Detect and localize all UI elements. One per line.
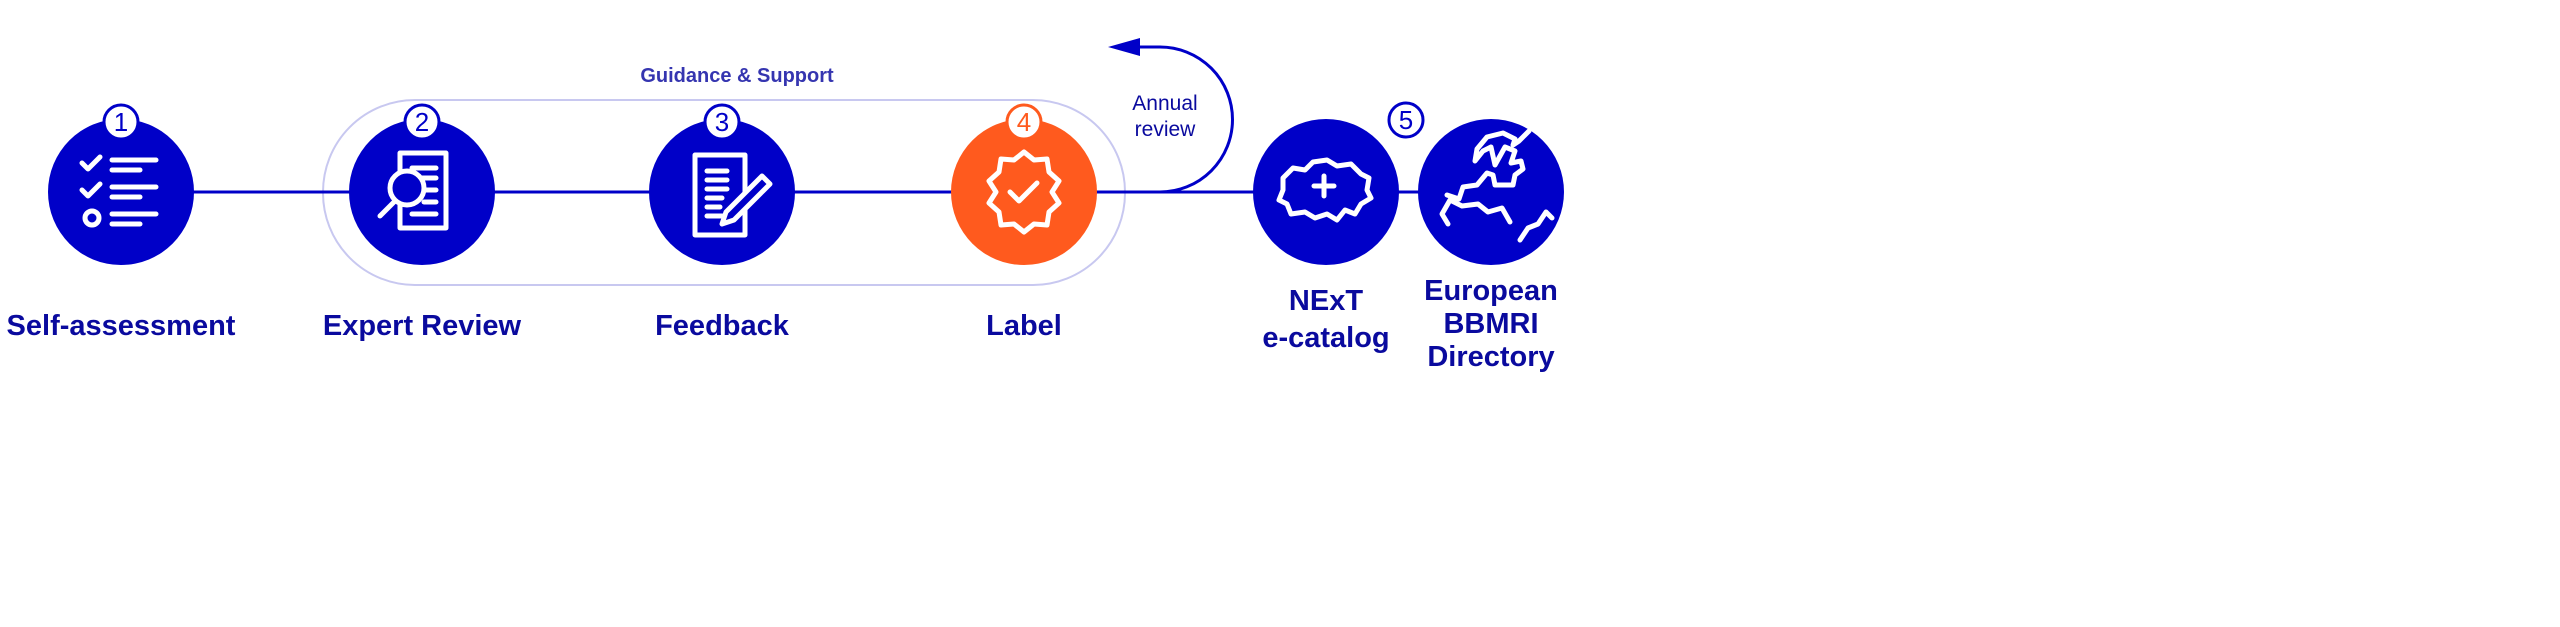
document-pencil-icon [692, 152, 773, 238]
step-label: 4 Label [951, 103, 1097, 342]
bbmri-label-line1: European [1424, 275, 1558, 307]
annual-review-label-line2: review [1135, 118, 1197, 141]
bbmri-label-line3: Directory [1427, 341, 1554, 373]
next-label-line1: NExT [1289, 285, 1363, 317]
annual-review-loop-arrow [1098, 45, 1234, 194]
step-label-label: Label [986, 310, 1062, 342]
bbmri-directory-node [1418, 119, 1564, 265]
europe-map-icon [1439, 128, 1555, 243]
step-number-3: 3 [715, 107, 729, 137]
guidance-support-label: Guidance & Support [640, 65, 834, 87]
document-magnifier-icon [377, 150, 449, 231]
bbmri-label-line2: BBMRI [1443, 308, 1538, 340]
step-publication: 5 NExT e-catalog European BBMRI Director… [1253, 101, 1564, 373]
arrowhead-icon [1108, 38, 1140, 56]
step-number-2: 2 [415, 107, 429, 137]
step-label-self-assessment: Self-assessment [7, 310, 236, 342]
step-number-5: 5 [1399, 105, 1413, 135]
step-label-expert-review: Expert Review [323, 310, 522, 342]
step-feedback: 3 Feedback [649, 103, 795, 342]
step-number-1: 1 [114, 107, 128, 137]
checklist-icon [79, 154, 159, 228]
step-number-4: 4 [1017, 107, 1031, 137]
step-self-assessment: 1 Self-assessment [7, 103, 236, 342]
step-expert-review: 2 Expert Review [323, 103, 522, 342]
switzerland-map-icon [1276, 157, 1374, 223]
badge-check-icon [986, 149, 1062, 235]
step-label-feedback: Feedback [655, 310, 790, 342]
annual-review-label-line1: Annual [1132, 92, 1197, 115]
next-label-line2: e-catalog [1262, 322, 1389, 354]
